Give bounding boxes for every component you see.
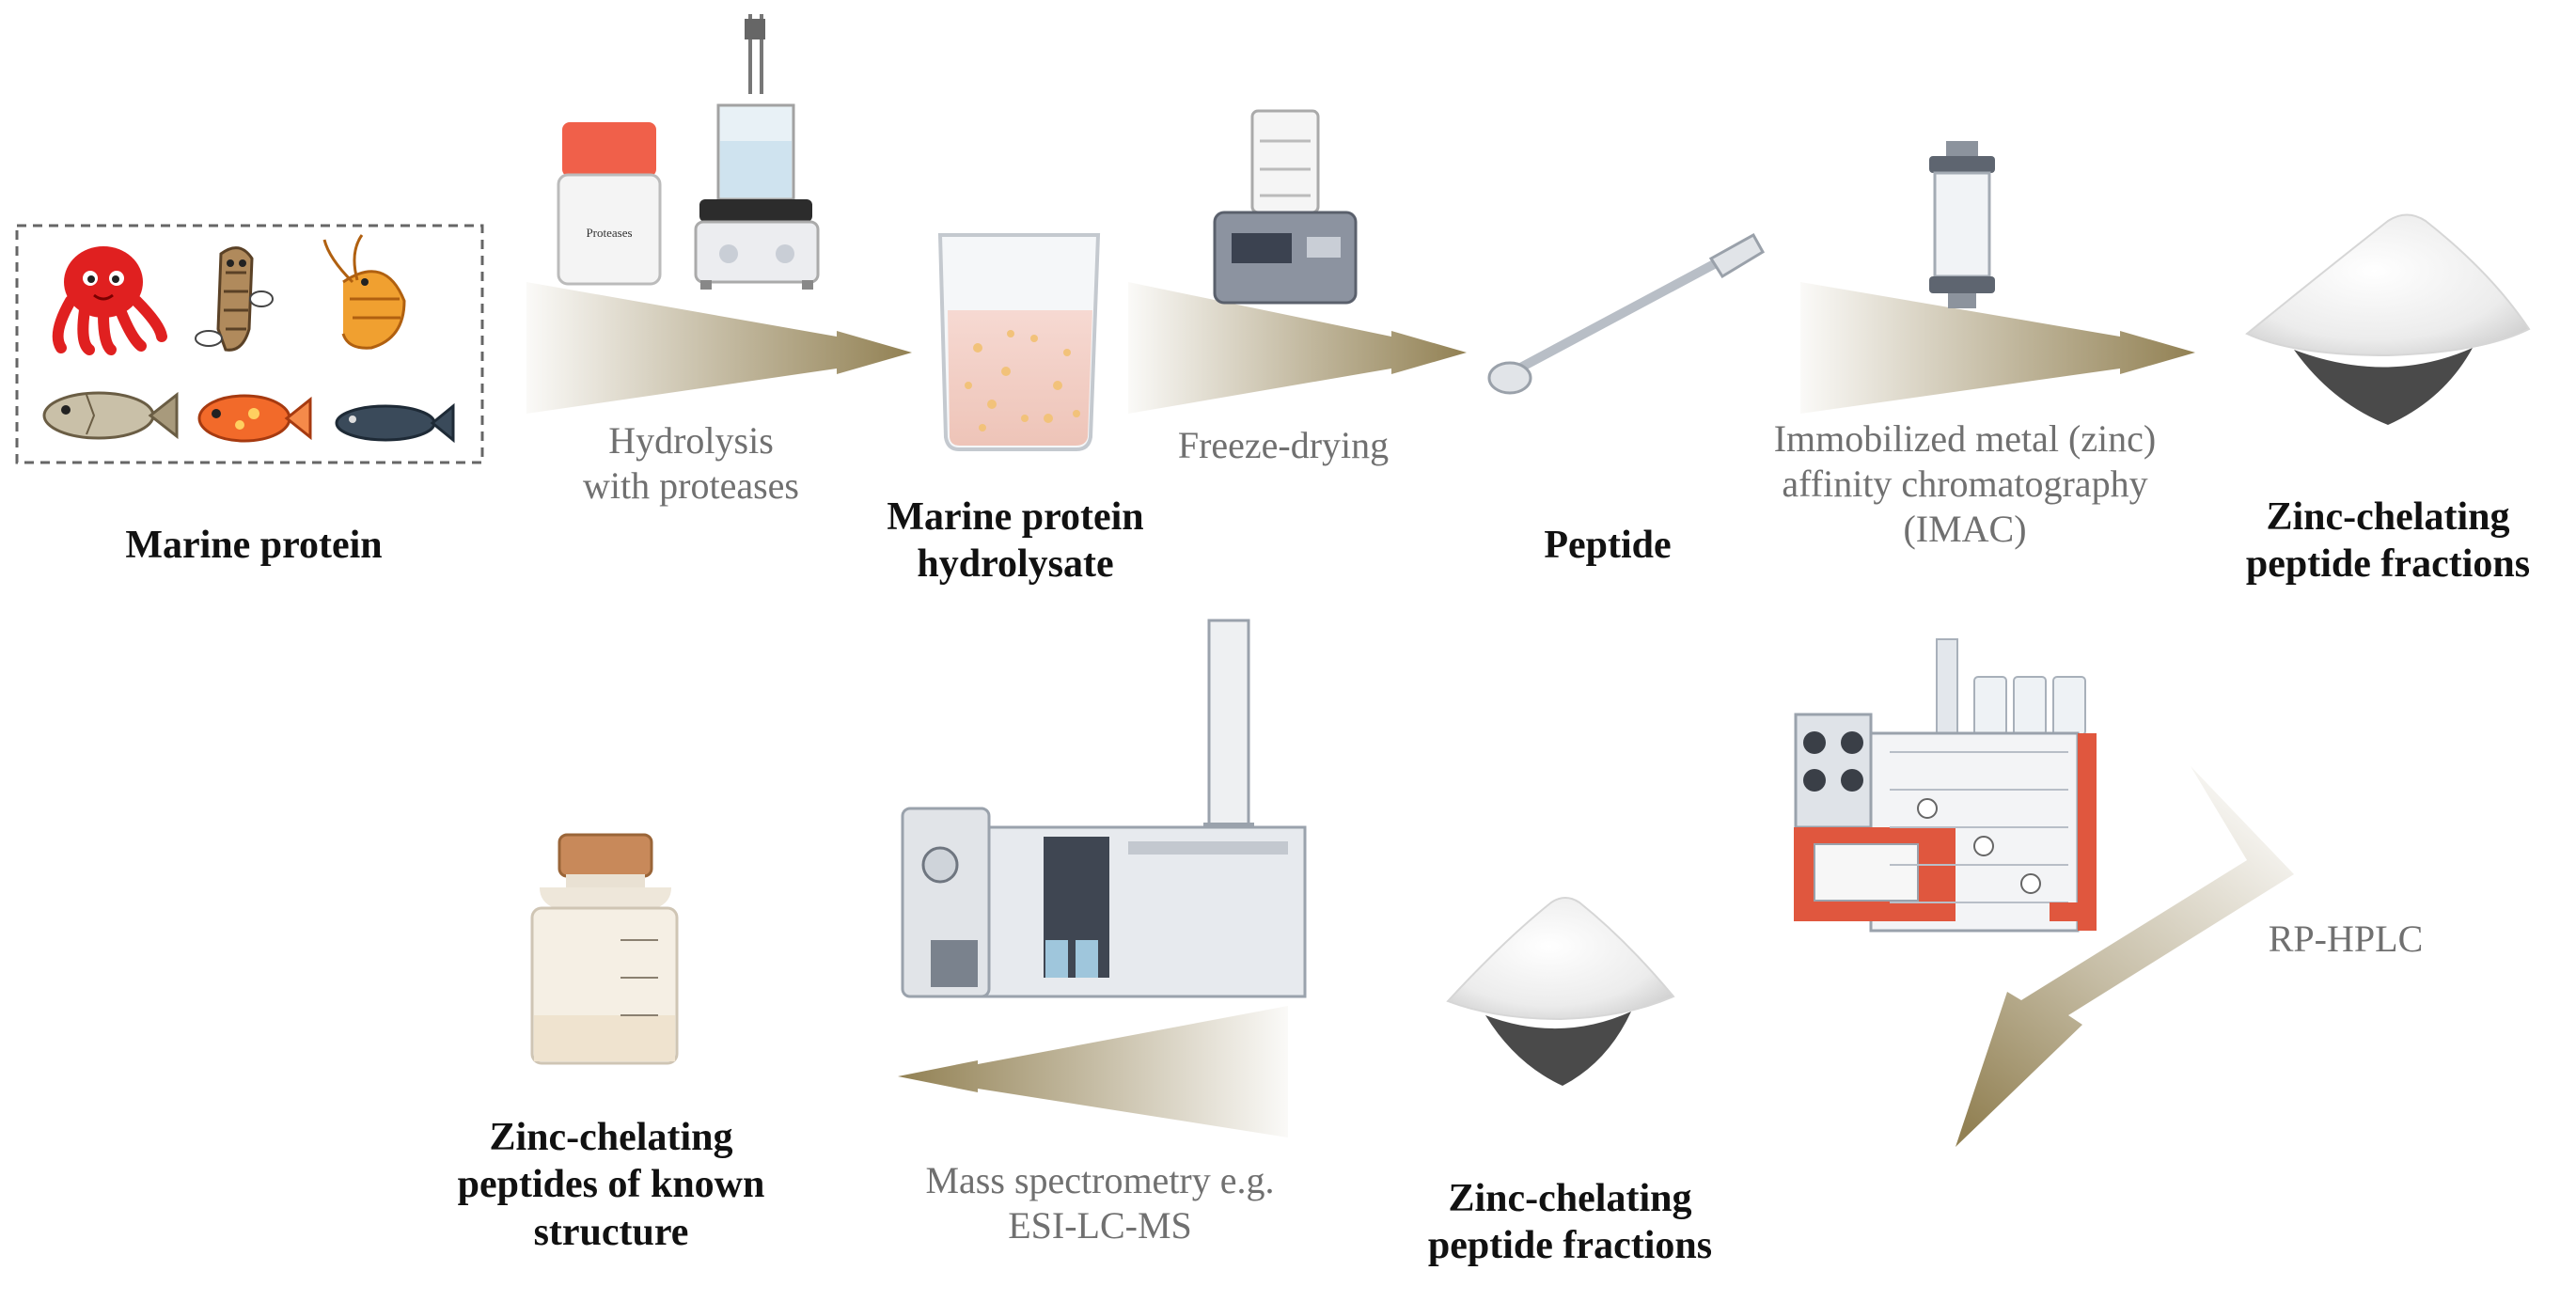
hydrolysate-label: Marine protein hydrolysate bbox=[846, 494, 1185, 588]
imac-line-2: affinity chromatography bbox=[1782, 463, 2148, 505]
sea-cucumber-icon bbox=[195, 246, 274, 352]
marine-protein-label: Marine protein bbox=[85, 522, 423, 569]
protease-bottle-icon: Proteases bbox=[557, 122, 662, 286]
shrimp-icon bbox=[322, 234, 406, 350]
mass-spec-step-label: Mass spectrometry e.g. ESI-LC-MS bbox=[865, 1158, 1335, 1248]
tuna-icon bbox=[335, 402, 455, 444]
known-structure-line-3: structure bbox=[533, 1210, 689, 1254]
fish-icon bbox=[42, 391, 179, 440]
arrow-hydrolysis bbox=[526, 282, 912, 414]
imac-step-label: Immobilized metal (zinc) affinity chroma… bbox=[1711, 416, 2219, 552]
column-icon bbox=[1929, 141, 1995, 308]
octopus-icon bbox=[52, 246, 167, 355]
marine-sources-box bbox=[15, 224, 484, 464]
powder-icon-bottom bbox=[1446, 897, 1675, 1086]
fractions-bottom-line-2: peptide fractions bbox=[1427, 1224, 1713, 1268]
fractions-top-line-2: peptide fractions bbox=[2245, 542, 2531, 587]
imac-line-1: Immobilized metal (zinc) bbox=[1773, 417, 2157, 460]
freeze-drying-step-label: Freeze-drying bbox=[1128, 423, 1438, 468]
beaker-icon bbox=[937, 233, 1101, 451]
hydrolysate-line-2: hydrolysate bbox=[917, 542, 1114, 587]
imac-line-3: (IMAC) bbox=[1903, 508, 2027, 550]
freeze-dryer-icon bbox=[1213, 109, 1358, 305]
mass-spectrometer-icon bbox=[901, 619, 1307, 998]
fractions-top-line-1: Zinc-chelating bbox=[2266, 495, 2510, 539]
arrow-imac bbox=[1800, 282, 2195, 414]
mass-spec-line-2: ESI-LC-MS bbox=[1008, 1204, 1192, 1247]
spatula-icon bbox=[1487, 232, 1766, 395]
rp-hplc-step-label: RP-HPLC bbox=[2228, 917, 2463, 962]
fractions-bottom-line-1: Zinc-chelating bbox=[1448, 1177, 1692, 1220]
arrow-mass-spec bbox=[898, 1006, 1288, 1137]
rp-hplc-line-1: RP-HPLC bbox=[2268, 918, 2424, 960]
powder-icon-top bbox=[2245, 213, 2531, 425]
protease-bottle-label: Proteases bbox=[586, 226, 632, 240]
peptide-label: Peptide bbox=[1495, 522, 1720, 569]
arrow-rp-hplc bbox=[1956, 766, 2294, 1147]
peptide-line-1: Peptide bbox=[1544, 524, 1672, 567]
known-structure-line-2: peptides of known bbox=[457, 1163, 765, 1207]
known-structure-line-1: Zinc-chelating bbox=[489, 1116, 733, 1159]
hydrolysis-line-1: Hydrolysis bbox=[608, 419, 774, 462]
marine-protein-line-1: Marine protein bbox=[125, 524, 383, 567]
hydrolysate-line-1: Marine protein bbox=[887, 495, 1144, 539]
fractions-top-label: Zinc-chelating peptide fractions bbox=[2209, 494, 2567, 588]
vial-icon bbox=[530, 833, 679, 1065]
mass-spec-line-1: Mass spectrometry e.g. bbox=[925, 1159, 1275, 1201]
fractions-bottom-label: Zinc-chelating peptide fractions bbox=[1391, 1175, 1749, 1270]
known-structure-label: Zinc-chelating peptides of known structu… bbox=[414, 1114, 809, 1256]
hydrolysis-step-label: Hydrolysis with proteases bbox=[526, 418, 856, 509]
arrow-freeze-drying bbox=[1128, 282, 1467, 414]
hydrolysis-line-2: with proteases bbox=[583, 464, 799, 507]
freeze-drying-line-1: Freeze-drying bbox=[1177, 424, 1390, 466]
hplc-instrument-icon bbox=[1794, 638, 2097, 933]
stirrer-icon bbox=[694, 14, 820, 290]
goldfish-icon bbox=[197, 394, 312, 443]
